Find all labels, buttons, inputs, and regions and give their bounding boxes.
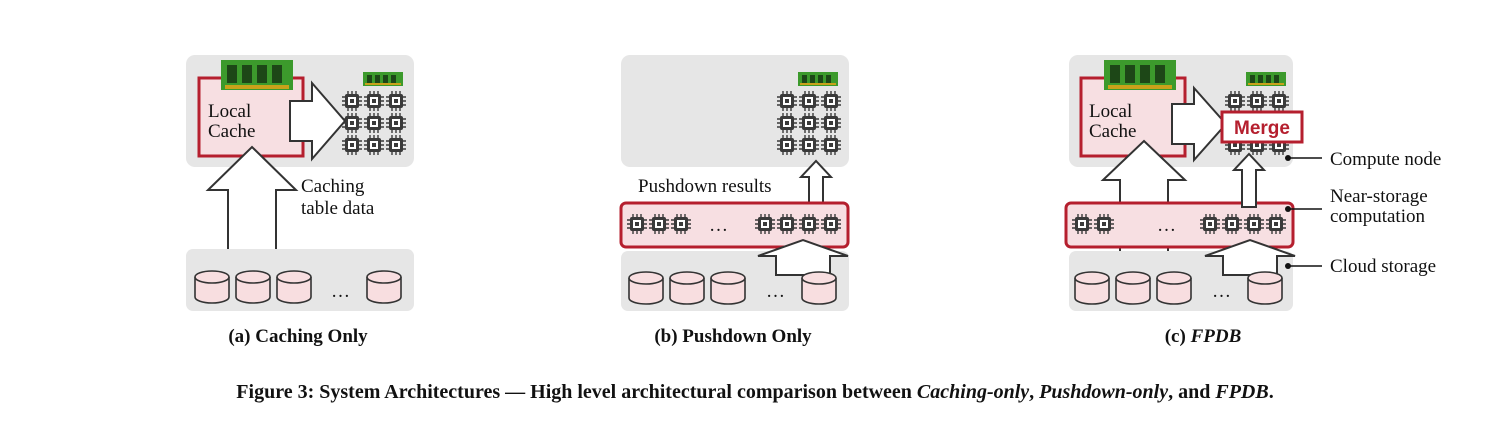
storage-cylinder-icon [801,271,837,305]
storage-cylinder-icon [669,271,705,305]
caption-caching-only: Caching-only [916,381,1030,403]
memory-icon [798,72,838,86]
storage-cylinder-icon [710,271,746,305]
subcaption-b: (b) Pushdown Only [654,326,812,347]
storage-cylinder-icon [194,270,230,304]
legend-dot [1285,206,1291,212]
chip-ellipsis: … [1157,215,1176,236]
storage-ellipsis: … [331,281,350,302]
caching-arrow [205,145,299,256]
subcaption-a: (a) Caching Only [228,326,368,347]
pushdown-results-arrow [1231,152,1267,208]
chip-ellipsis: … [709,215,728,236]
local-cache-label-line1: Local [208,101,251,122]
panel-a-caching-only: Local Cache Caching table data … (a) Cac… [186,55,414,347]
legend-near-storage-line1: Near-storage [1330,186,1428,207]
storage-cylinder-icon [276,270,312,304]
local-cache-c [1079,76,1187,158]
storage-cylinder-icon [1074,271,1110,305]
storage-ellipsis: … [766,281,785,302]
pushdown-results-label: Pushdown results [638,176,772,197]
legend-dot [1285,263,1291,269]
storage-cylinder-icon [628,271,664,305]
storage-cylinder-icon [235,270,271,304]
pushdown-results-arrow [798,159,834,206]
cache-to-merge-arrow [1171,85,1228,163]
cpu-grid-icon [777,91,841,155]
memory-icon [363,72,403,86]
local-cache-label-line2: Cache [208,121,255,142]
memory-icon [221,60,293,90]
local-cache-label-line2: Cache [1089,121,1136,142]
caption-end: . [1268,381,1274,403]
legend-cloud-storage: Cloud storage [1330,256,1436,277]
caching-arrow-label-line2: table data [301,198,375,219]
storage-to-near-storage-arrow [1204,238,1296,276]
local-cache-label-line1: Local [1089,101,1132,122]
caption-separator: , and [1168,381,1216,403]
merge-box [1220,110,1304,144]
legend-near-storage-line2: computation [1330,206,1425,227]
storage-to-near-storage-arrow [757,238,849,276]
merge-label: Merge [1234,118,1290,139]
caption-fpdb: FPDB [1215,381,1269,403]
figure-caption: Figure 3: System Architectures — High le… [0,381,1510,404]
legend-compute-node: Compute node [1330,149,1441,170]
caption-separator: , [1029,381,1040,403]
storage-cylinder-icon [1115,271,1151,305]
storage-cylinder-icon [1247,271,1283,305]
caching-arrow-label-line1: Caching [301,176,365,197]
storage-cylinder-icon [366,270,402,304]
memory-icon [1246,72,1286,86]
memory-icon [1104,60,1176,90]
panel-c-fpdb: Local Cache Merge … … (c) FPDB [1064,55,1304,347]
subcaption-c: (c) FPDB [1165,326,1242,347]
legend: Compute node Near-storage computation Cl… [1285,149,1441,277]
legend-dot [1285,155,1291,161]
cache-to-compute-arrow [289,80,347,162]
caption-text: Figure 3: System Architectures — High le… [236,381,917,403]
cpu-grid-icon [342,91,406,155]
caption-pushdown-only: Pushdown-only [1039,381,1169,403]
panel-b-pushdown-only: Pushdown results … … (b) Pushdown Only [619,55,850,347]
storage-cylinder-icon [1156,271,1192,305]
storage-ellipsis: … [1212,281,1231,302]
